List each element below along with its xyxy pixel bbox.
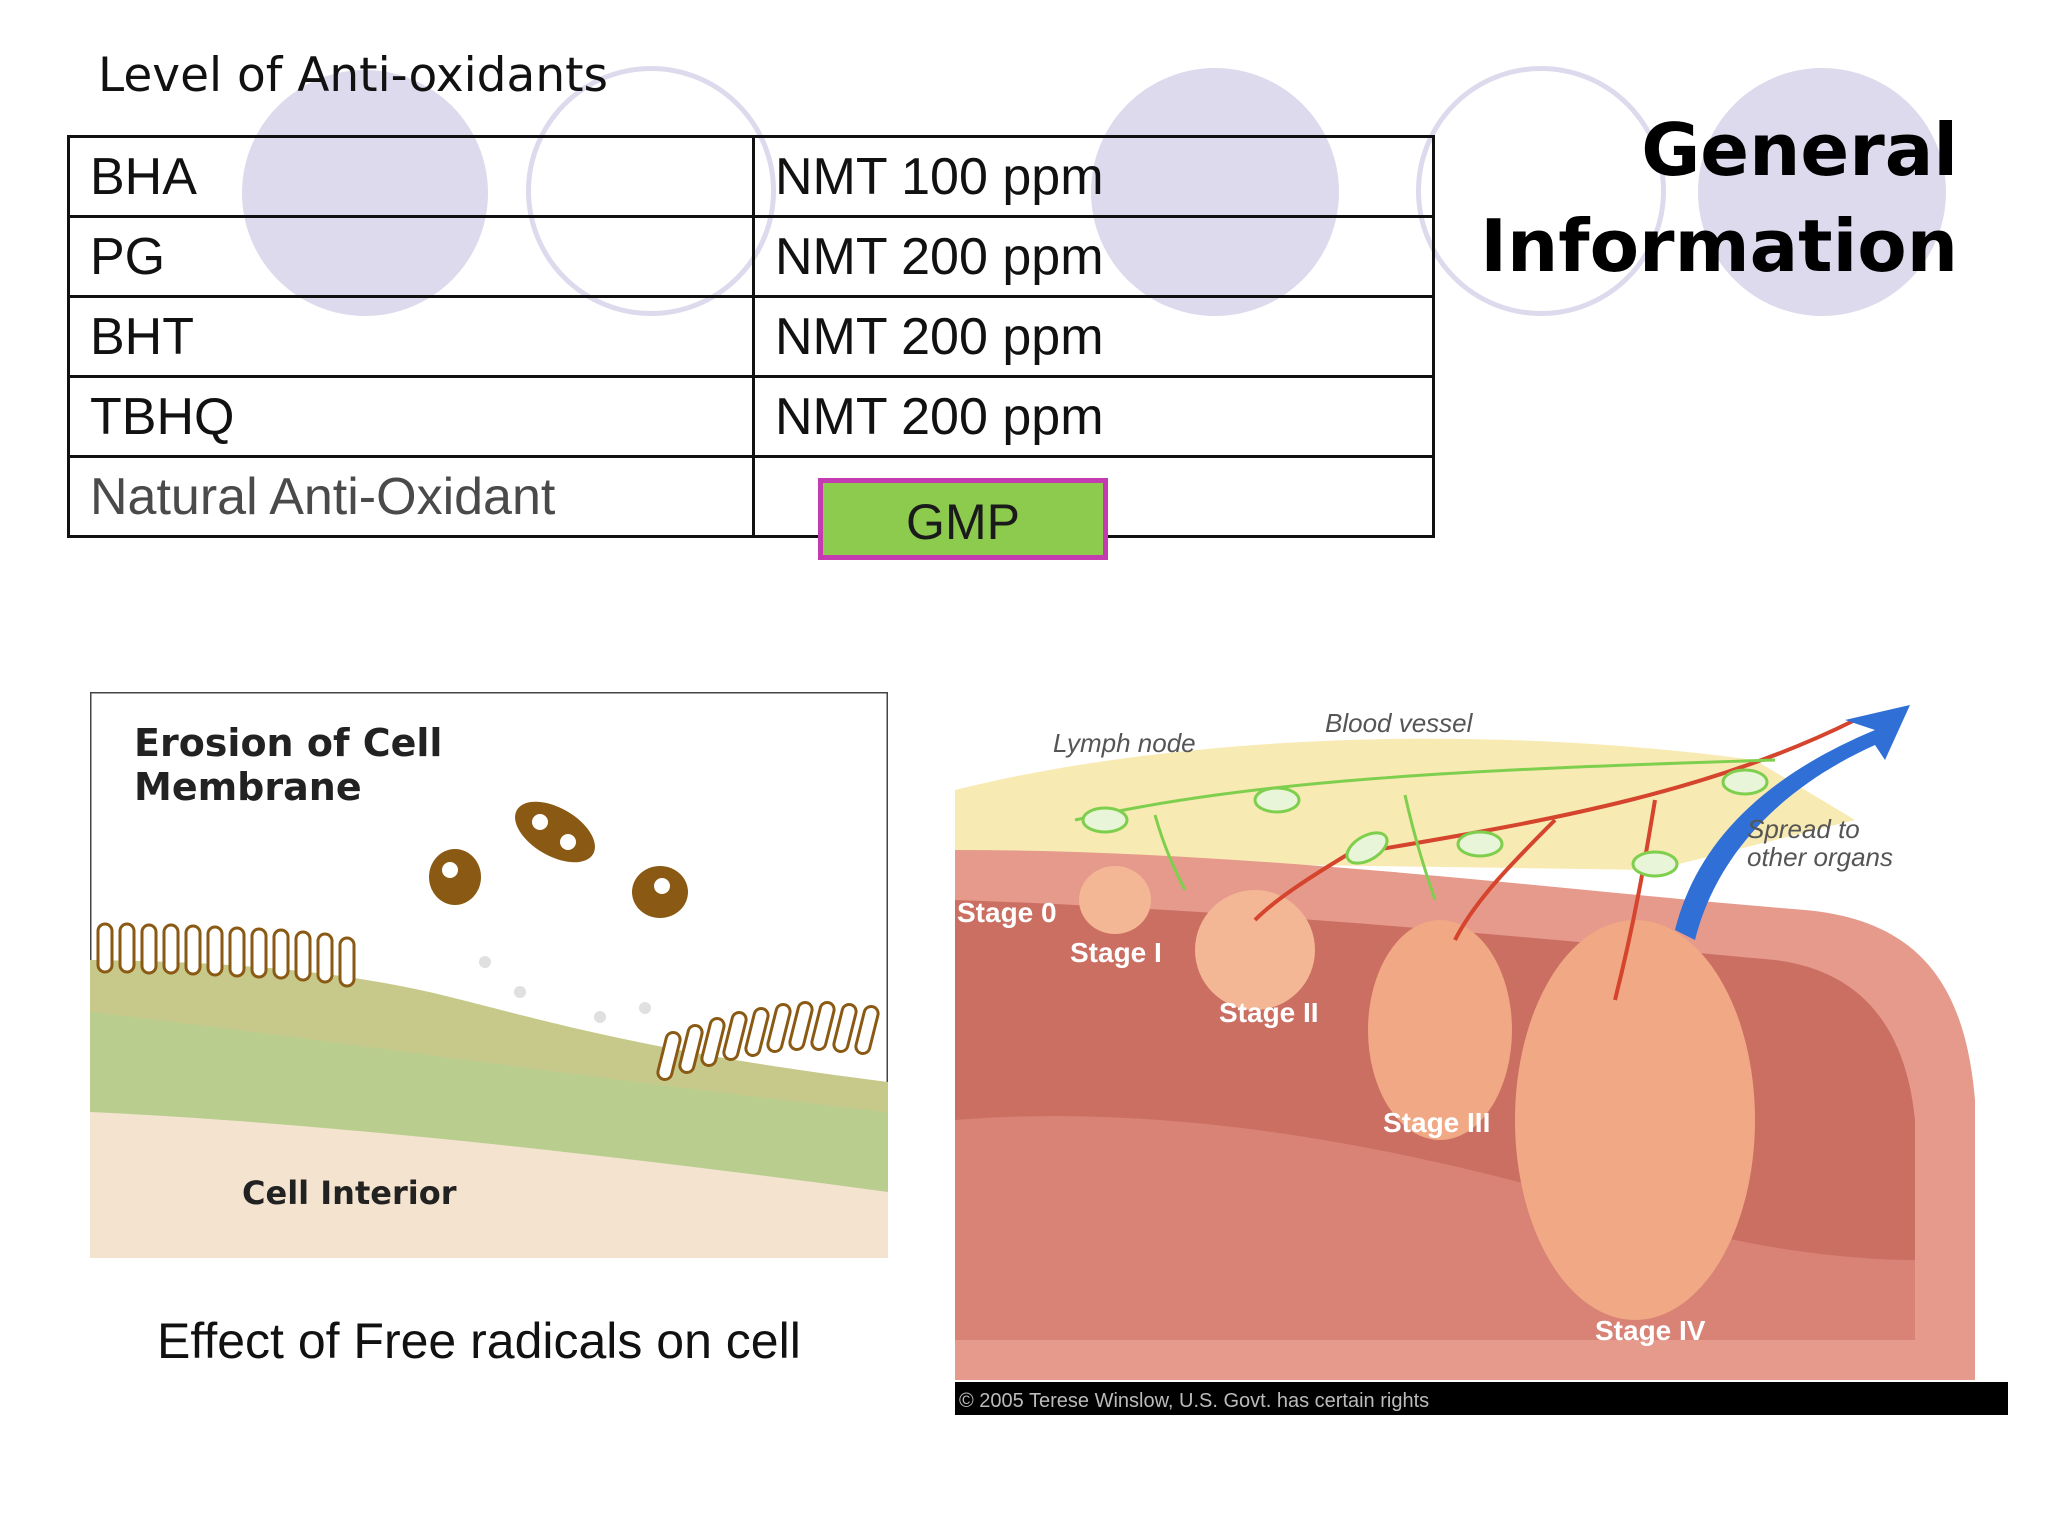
cell-interior-label: Cell Interior	[242, 1174, 457, 1212]
antioxidant-name: Natural Anti-Oxidant	[67, 455, 755, 538]
label-lymph-node: Lymph node	[1053, 728, 1196, 758]
label-stage-2: Stage II	[1219, 997, 1319, 1028]
antioxidant-name: BHA	[67, 135, 755, 218]
label-stage-4: Stage IV	[1595, 1315, 1706, 1346]
slide-title-line1: General	[1641, 108, 1958, 192]
label-stage-0: Stage 0	[957, 897, 1057, 928]
gmp-badge: GMP	[818, 478, 1108, 560]
antioxidant-table: BHA NMT 100 ppm PG NMT 200 ppm BHT NMT 2…	[67, 135, 1435, 538]
label-spread-line2: other organs	[1747, 842, 1893, 872]
colon-cancer-stages-illustration: Lymph node Blood vessel Spread to other …	[955, 700, 2008, 1415]
label-stage-1: Stage I	[1070, 937, 1162, 968]
table-row: Natural Anti-Oxidant	[67, 455, 1435, 538]
spread-arrow-icon	[1675, 705, 1910, 940]
erosion-heading-line1: Erosion of Cell	[134, 721, 442, 765]
antioxidant-name: PG	[67, 215, 755, 298]
label-stage-3: Stage III	[1383, 1107, 1490, 1138]
table-row: PG NMT 200 ppm	[67, 215, 1435, 298]
antioxidant-name: BHT	[67, 295, 755, 378]
slide-subtitle: Level of Anti-oxidants	[98, 48, 609, 103]
table-row: BHT NMT 200 ppm	[67, 295, 1435, 378]
image-credit: © 2005 Terese Winslow, U.S. Govt. has ce…	[959, 1390, 1429, 1412]
antioxidant-limit: NMT 200 ppm	[752, 295, 1435, 378]
erosion-heading-line2: Membrane	[134, 765, 362, 809]
decor-circle-5	[1698, 68, 1946, 316]
cell-membrane-illustration: Erosion of Cell Membrane Cell Interior	[90, 692, 888, 1258]
antioxidant-name: TBHQ	[67, 375, 755, 458]
table-row: BHA NMT 100 ppm	[67, 135, 1435, 218]
antioxidant-limit: NMT 200 ppm	[752, 215, 1435, 298]
antioxidant-limit: NMT 100 ppm	[752, 135, 1435, 218]
label-blood-vessel: Blood vessel	[1325, 708, 1474, 738]
figure-caption: Effect of Free radicals on cell	[157, 1313, 801, 1369]
label-spread-line1: Spread to	[1747, 814, 1860, 844]
antioxidant-limit: NMT 200 ppm	[752, 375, 1435, 458]
table-row: TBHQ NMT 200 ppm	[67, 375, 1435, 458]
slide-title-line2: Information	[1480, 204, 1958, 288]
slide-title: General Information	[1480, 102, 1958, 294]
